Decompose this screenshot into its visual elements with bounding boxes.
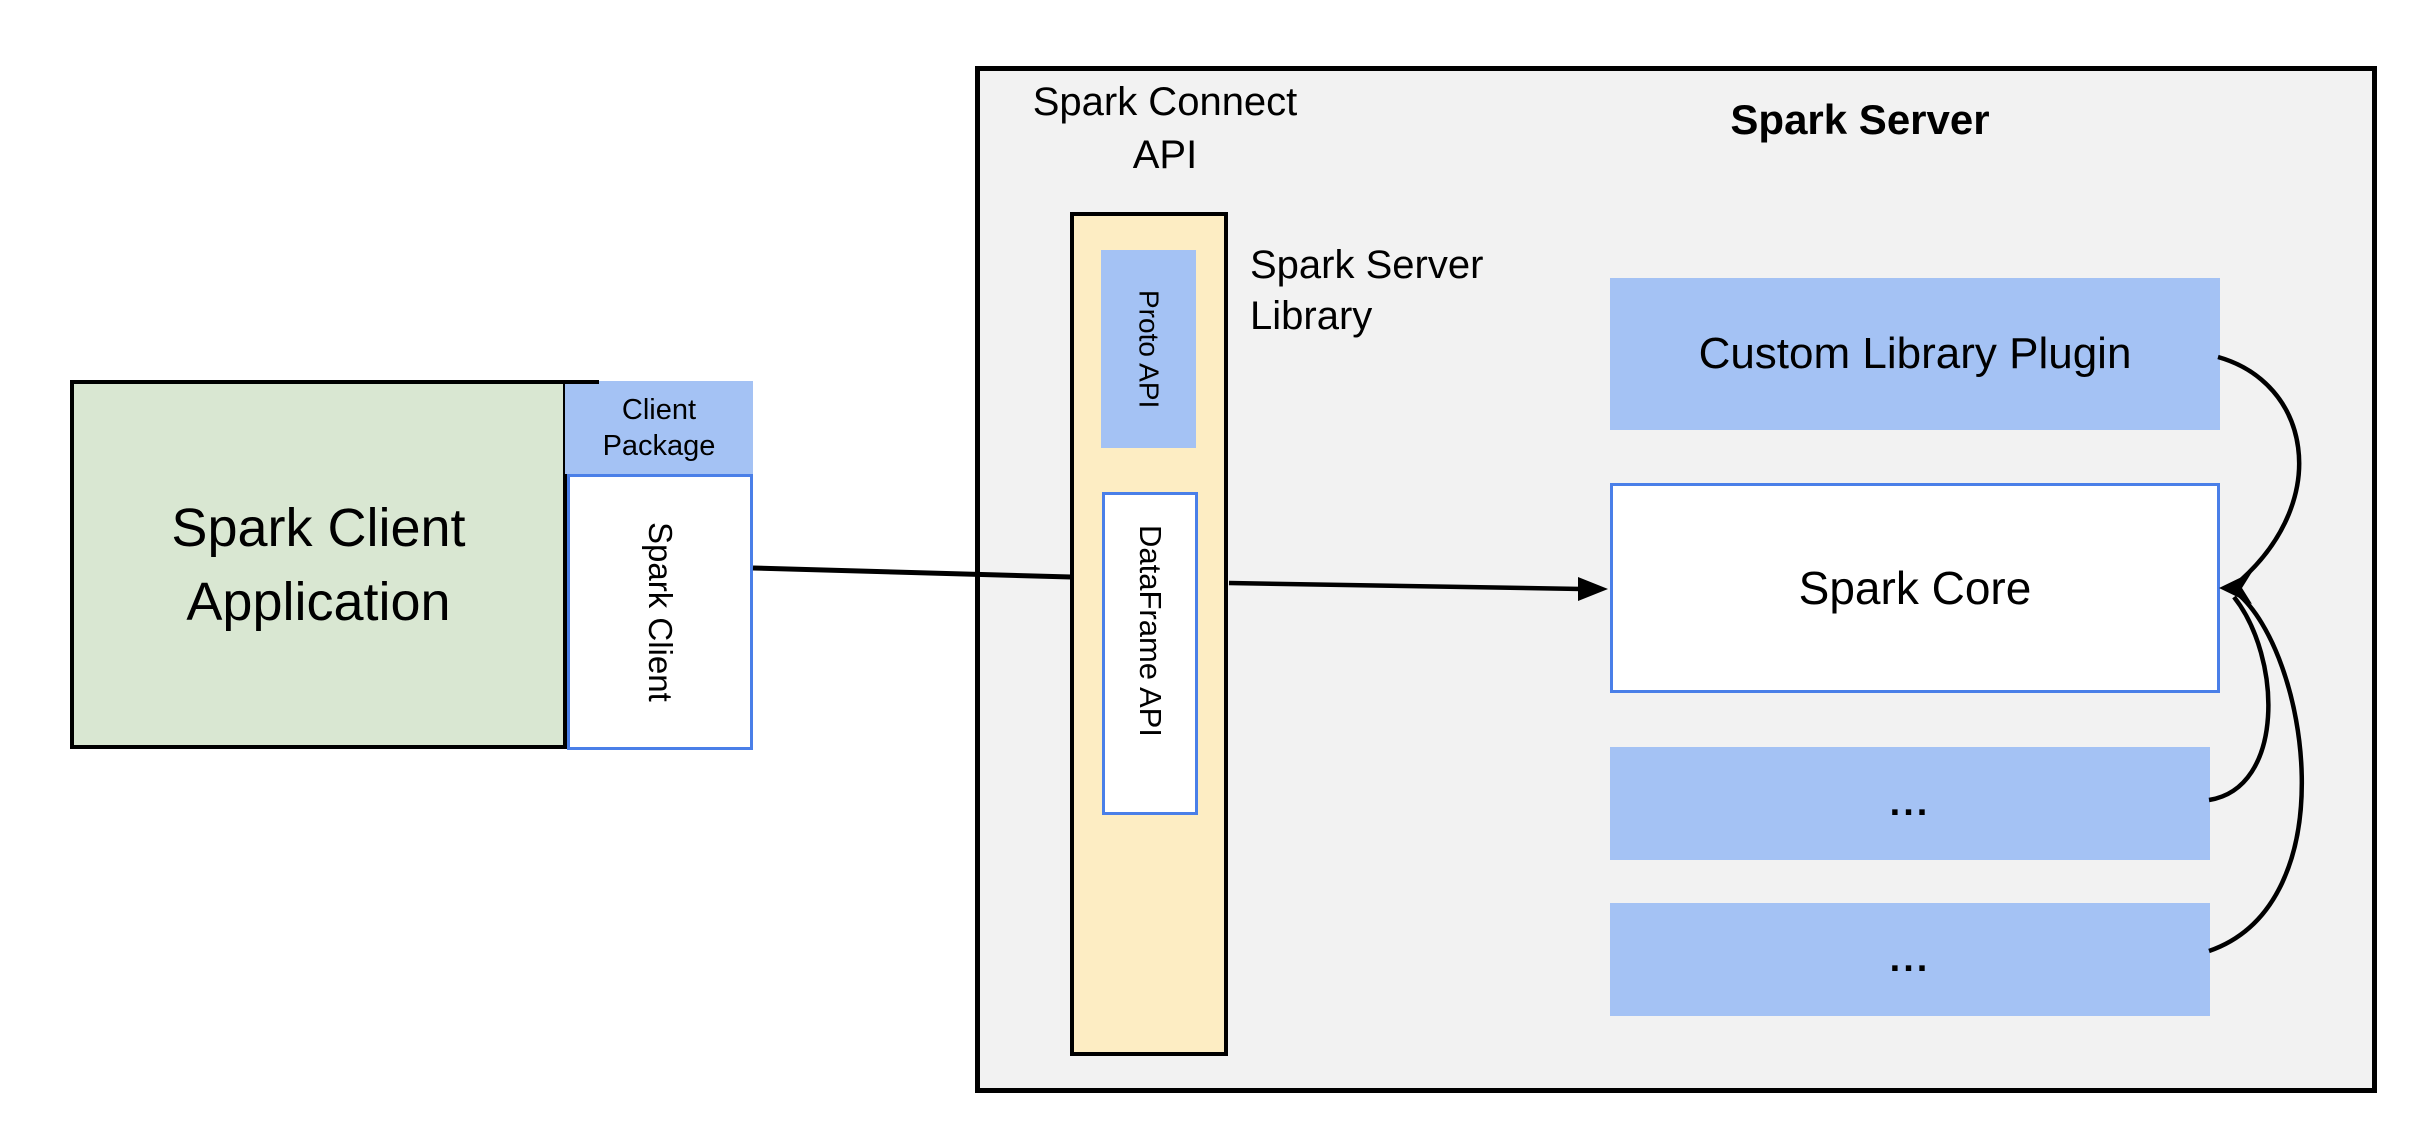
spark-client-label: Spark Client (642, 522, 679, 702)
spark-client-application-label: Spark Client Application (171, 497, 466, 632)
proto-api-label: Proto API (1133, 289, 1165, 409)
custom-library-plugin-label: Custom Library Plugin (1698, 329, 2132, 378)
custom-library-plugin-box: Custom Library Plugin (1610, 278, 2220, 430)
client-app-border-stub (563, 380, 599, 384)
dataframe-api-label: DataFrame API (1133, 525, 1168, 737)
spark-core-label: Spark Core (1798, 562, 2032, 614)
dataframe-api-box: DataFrame API (1102, 492, 1198, 815)
more-plugins-label-1: ... (1889, 782, 1931, 824)
proto-api-box: Proto API (1101, 250, 1196, 448)
spark-core-box: Spark Core (1610, 483, 2220, 693)
spark-server-library-label: Spark Server Library (1250, 243, 1484, 338)
more-plugins-label-2: ... (1889, 938, 1931, 980)
client-package-label: Client Package (602, 393, 716, 462)
spark-connect-api-label: Spark Connect API (1032, 80, 1298, 177)
spark-server-title: Spark Server (1730, 96, 1990, 143)
more-plugins-box-1: ... (1610, 747, 2210, 860)
more-plugins-box-2: ... (1610, 903, 2210, 1016)
spark-client-box: Spark Client (567, 474, 753, 750)
spark-client-application-box: Spark Client Application (70, 380, 567, 749)
client-package-box: Client Package (565, 381, 753, 474)
